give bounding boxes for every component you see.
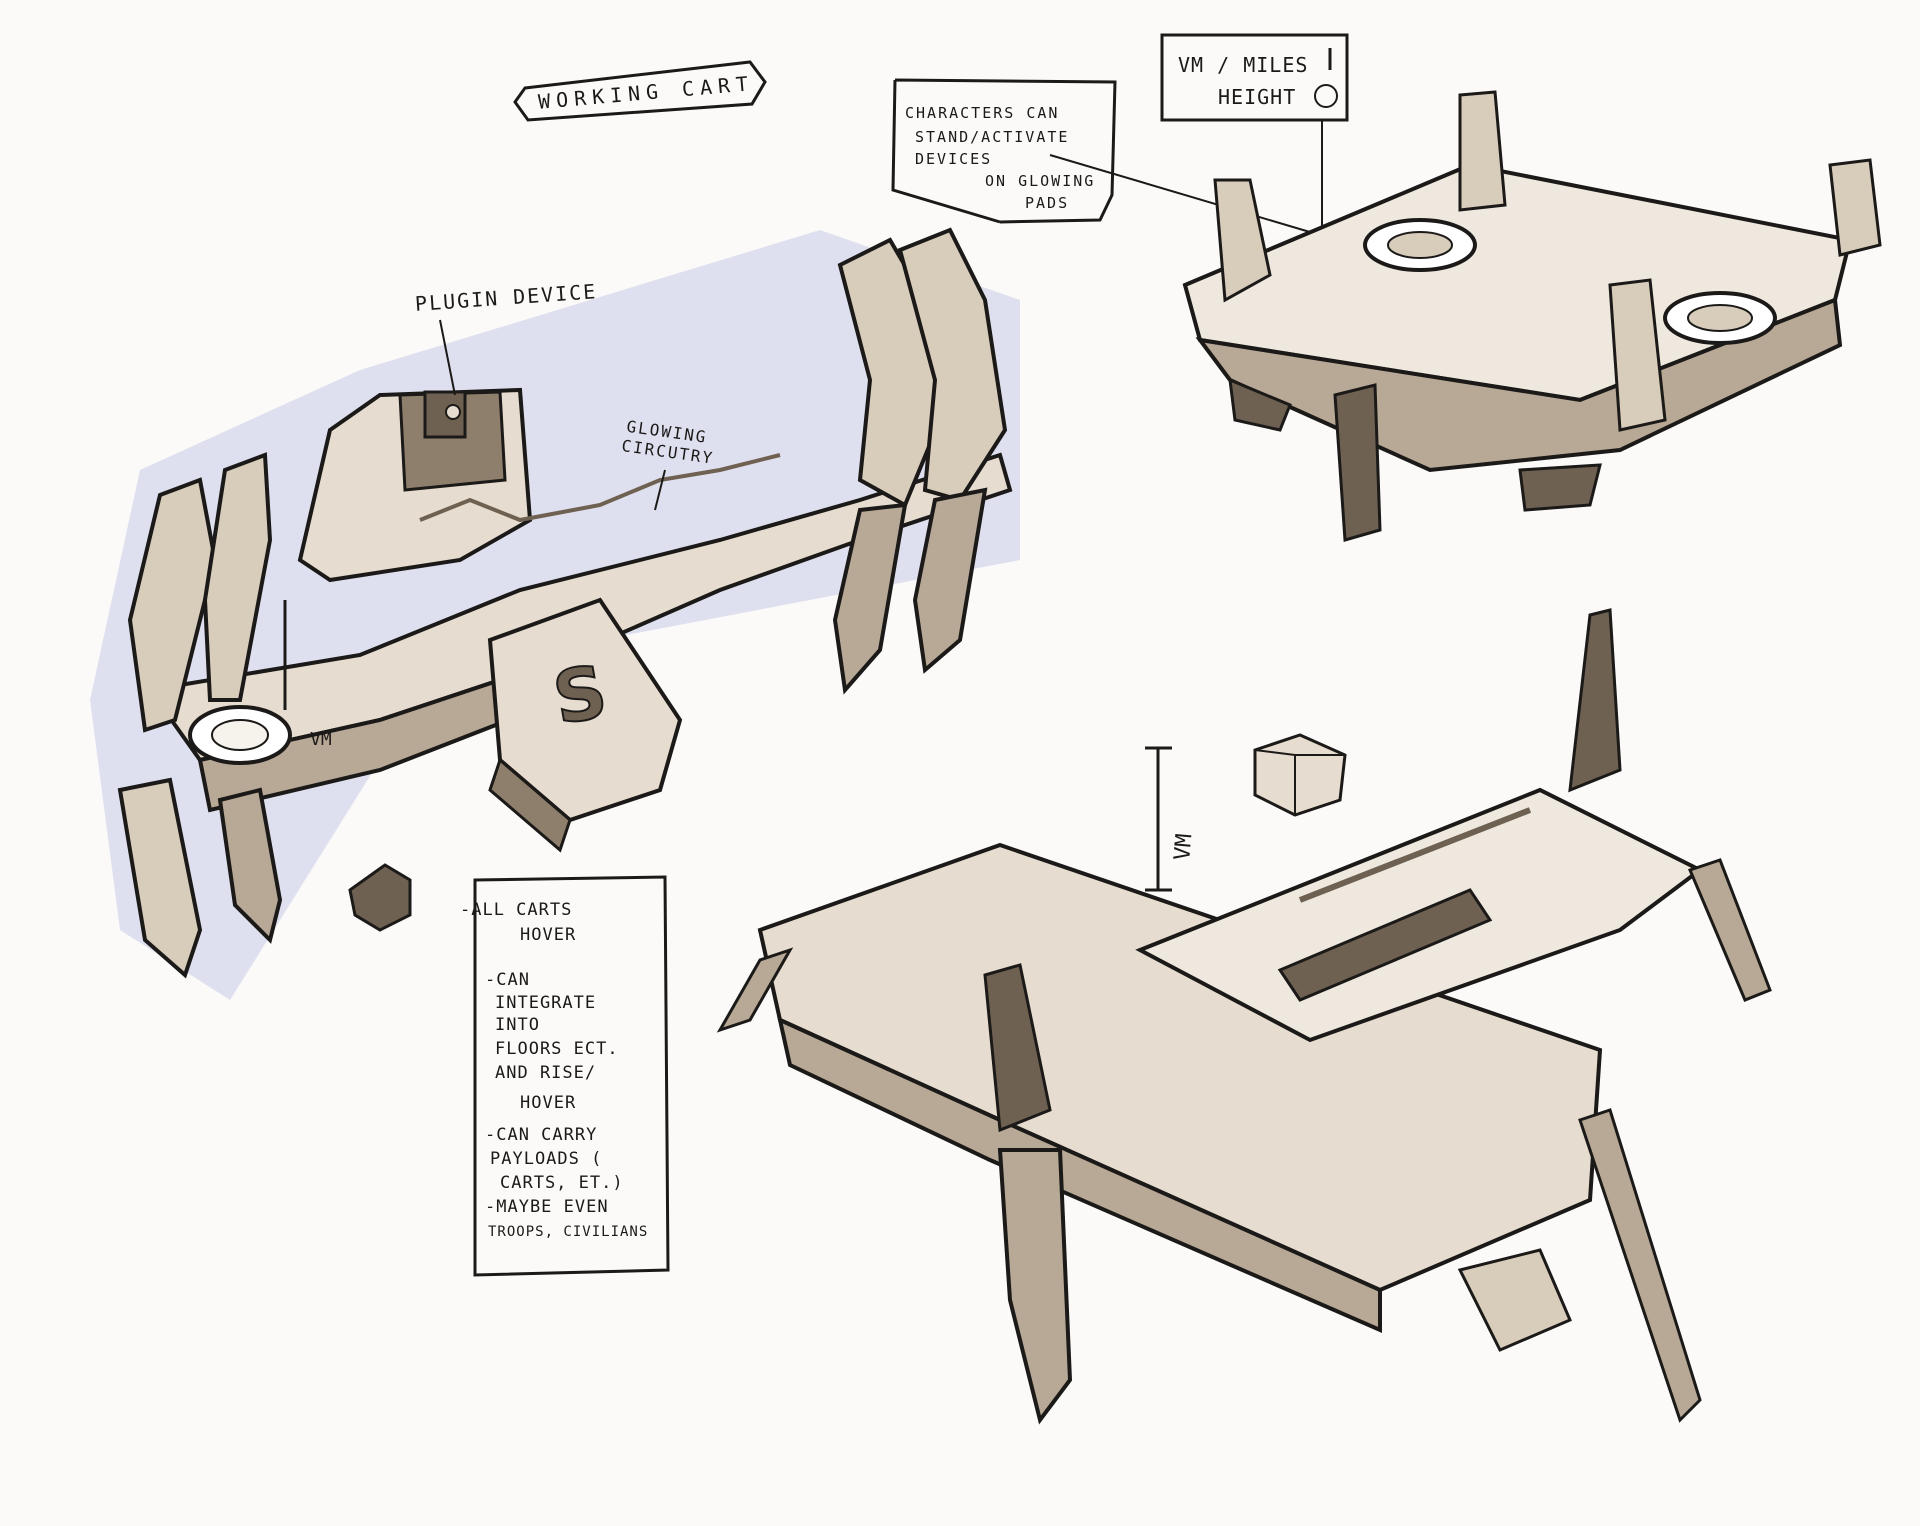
working-cart-left: S VM PLUGIN DEVICE GLOWING CIRCUTRY [90,227,1020,1000]
note-characters-line-3: DEVICES [915,150,992,168]
carrier-top-fin [1568,608,1622,793]
note-hover-line-13: TROOPS, CIVILIANS [488,1224,648,1240]
title-tag: WORKING CART [513,60,767,122]
note-hover-line-2: HOVER [520,925,576,945]
platform-post-2 [1458,90,1507,212]
note-hover-line-12: -MAYBE EVEN [485,1197,609,1217]
surprised-face-icon [1314,84,1338,108]
note-hover-line-11: CARTS, ET.) [500,1173,624,1193]
note-hover-line-9: -CAN CARRY [485,1125,597,1145]
glowing-circuitry-lines [419,453,781,523]
left-arm-lower [117,777,203,979]
note-characters-line-1: CHARACTERS CAN [905,104,1059,122]
vm-label-small: VM [310,729,332,750]
right-arm-front [897,227,1008,503]
note-hover-line-10: PAYLOADS ( [490,1149,602,1169]
note-height-line-1: VM / MILES [1178,53,1308,77]
left-arm-front [202,452,273,702]
note-hover-line-8: HOVER [520,1093,576,1113]
note-characters-line-5: PADS [1025,194,1069,212]
note-hover-line-6: FLOORS ECT. [495,1039,619,1059]
carrier-leg-front [997,1148,1073,1425]
carrier-leg-rear [1687,858,1772,1002]
platform-front-leg [1333,383,1382,542]
note-characters-line-2: STAND/ACTIVATE [915,128,1069,146]
platform-post-3 [1828,158,1882,257]
note-characters-can: CHARACTERS CAN STAND/ACTIVATE DEVICES ON… [891,78,1321,236]
svg-text:CHARACTERS CAN STAND/ACT: CHARACTERS CAN STAND/ACTIVATE DEVICES ON… [905,104,1106,212]
small-hover-device [348,863,412,932]
working-cart-platform [1182,90,1882,542]
platform-post-1 [1213,178,1272,303]
note-hover-line-4: INTEGRATE [495,993,596,1013]
carrier-leg-right [1578,1108,1702,1423]
note-height-box: VM / MILES HEIGHT [1160,33,1349,265]
vm-label-vertical: VM [1170,833,1197,862]
note-characters-line-4: ON GLOWING [985,172,1095,190]
note-all-carts-hover: -ALL CARTS HOVER -CAN INTEGRATE INTO FLO… [460,875,670,1277]
carrier-leg-left [716,947,794,1033]
carrier-front-fin [983,963,1052,1133]
left-arm-rear [127,477,218,733]
note-hover-line-1: -ALL CARTS [460,900,572,920]
payload-cube [1253,733,1347,817]
platform-post-4 [1608,278,1667,432]
svg-text:-ALL CARTS HOVER -: -ALL CARTS HOVER -CAN INTEGRATE INTO FLO… [460,900,648,1240]
note-hover-line-5: INTO [495,1015,540,1035]
note-hover-line-7: AND RISE/ [495,1063,596,1083]
working-cart-carrier: VM [716,608,1772,1425]
note-height-line-2: HEIGHT [1218,85,1296,109]
note-hover-line-3: -CAN [485,970,530,990]
